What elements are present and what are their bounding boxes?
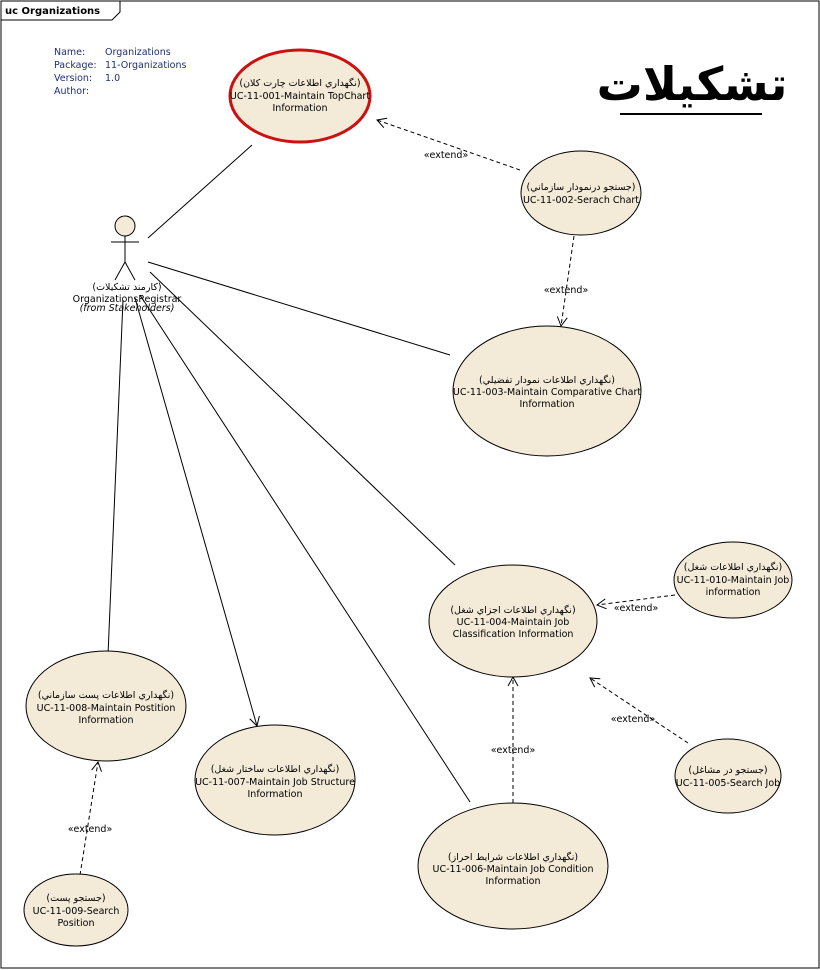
- use-case-uc009[interactable]: (جستجو پست) UC-11-009-Search Position: [23, 873, 129, 947]
- use-case-code: UC-11-001-Maintain TopChart: [230, 91, 370, 102]
- use-case-code: UC-11-010-Maintain Job: [677, 575, 790, 586]
- use-case-title-fa: (نگهداري اطلاعات شرايط احراز): [448, 851, 578, 863]
- extend-uc009-uc008[interactable]: [79, 760, 102, 876]
- use-case-uc005[interactable]: (جستجو در مشاغل) UC-11-005-Search Job: [674, 738, 782, 814]
- use-case-name-cont: information: [706, 587, 761, 598]
- use-case-shape: [520, 150, 642, 236]
- use-case-name-cont: Information: [273, 103, 328, 114]
- use-case-shape: [23, 873, 129, 947]
- extend-uc002-uc001[interactable]: [376, 117, 521, 171]
- extend-label-uc010-uc004: «extend»: [614, 603, 659, 614]
- use-case-title-fa: (جستجو درنمودار سازماني): [526, 182, 635, 193]
- use-case-name-cont: Information: [79, 715, 134, 726]
- meta-key-version: Version:: [54, 73, 92, 84]
- use-case-shape: [417, 802, 609, 930]
- use-case-shape: [674, 738, 782, 814]
- assoc-uc003[interactable]: [147, 261, 451, 356]
- use-case-uc004[interactable]: (نگهداري اطلاعات اجزاي شغل) UC-11-004-Ma…: [428, 564, 598, 678]
- use-case-uc003[interactable]: (نگهداري اطلاعات نمودار تفضيلي) UC-11-00…: [452, 325, 642, 457]
- assoc-uc008[interactable]: [107, 299, 124, 656]
- use-case-name-cont: Position: [58, 918, 95, 929]
- actor-name-fa: (کارمند تشکیلات): [92, 282, 161, 293]
- use-cases: (نگهداري اطلاعات چارت کلان) UC-11-001-Ma…: [23, 48, 793, 947]
- extend-label-uc009-uc008: «extend»: [68, 824, 113, 835]
- use-case-code: UC-11-005-Search Job: [676, 778, 780, 789]
- assoc-uc006[interactable]: [139, 294, 471, 803]
- extend-labels: «extend» «extend» «extend» «extend» «ext…: [68, 150, 659, 835]
- frame-tab-label: uc Organizations: [5, 6, 100, 17]
- use-case-shape: [673, 541, 793, 619]
- actor-head: [114, 215, 136, 237]
- use-case-title-fa: (نگهداري اطلاعات ساختار شغل): [211, 763, 340, 775]
- use-case-title-fa: (نگهداري اطلاعات چارت کلان): [239, 77, 360, 89]
- actor-leg-right: [124, 261, 136, 281]
- actor-from: (from Stakeholders): [80, 303, 175, 314]
- use-case-shape: [228, 48, 372, 144]
- diagram-meta: Name: Organizations Package: 11-Organiza…: [54, 47, 187, 97]
- use-case-code: UC-11-009-Search: [33, 906, 120, 917]
- extend-relations: [79, 117, 689, 876]
- meta-value-version: 1.0: [105, 73, 120, 84]
- diagram-title: تشکیلات: [597, 57, 788, 111]
- use-case-code: UC-11-003-Maintain Comparative Chart: [453, 387, 642, 398]
- assoc-uc007[interactable]: [134, 297, 260, 727]
- use-case-code: UC-11-002-Serach Chart: [523, 195, 639, 206]
- use-case-title-fa: (نگهداري اطلاعات اجزاي شغل): [450, 604, 575, 616]
- meta-key-author: Author:: [54, 86, 89, 97]
- use-case-title-fa: (نگهداري اطلاعات پست سازماني): [38, 689, 174, 701]
- use-case-shape: [194, 724, 356, 836]
- use-case-code: UC-11-008-Maintain Postition: [37, 703, 176, 714]
- associations: [107, 144, 471, 803]
- use-case-shape: [428, 564, 598, 678]
- use-case-name-cont: Information: [486, 876, 541, 887]
- meta-value-package: 11-Organizations: [105, 60, 187, 71]
- use-case-code: UC-11-006-Maintain Job Condition: [433, 864, 594, 875]
- use-case-uc007[interactable]: (نگهداري اطلاعات ساختار شغل) UC-11-007-M…: [194, 724, 356, 836]
- use-case-shape: [452, 325, 642, 457]
- extend-label-uc006-uc004: «extend»: [491, 745, 536, 756]
- meta-value-name: Organizations: [105, 47, 171, 58]
- extend-label-uc002-uc001: «extend»: [424, 150, 469, 161]
- use-case-uc008[interactable]: (نگهداري اطلاعات پست سازماني) UC-11-008-…: [25, 650, 187, 762]
- use-case-uc010[interactable]: (نگهداري اطلاعات شغل) UC-11-010-Maintain…: [673, 541, 793, 619]
- actor-name: OrganizationsRegistrar: [73, 294, 182, 305]
- use-case-code: UC-11-007-Maintain Job Structure: [195, 777, 355, 788]
- use-case-uc002[interactable]: (جستجو درنمودار سازماني) UC-11-002-Serac…: [520, 150, 642, 236]
- extend-label-uc005-uc004: «extend»: [611, 714, 656, 725]
- extend-label-uc002-uc003: «extend»: [544, 285, 589, 296]
- use-case-uc001[interactable]: (نگهداري اطلاعات چارت کلان) UC-11-001-Ma…: [228, 48, 372, 144]
- meta-key-name: Name:: [54, 47, 85, 58]
- use-case-name-cont: Information: [248, 789, 303, 800]
- extend-uc010-uc004[interactable]: [595, 594, 676, 610]
- use-case-name-cont: Classification Information: [453, 629, 574, 640]
- use-case-code: UC-11-004-Maintain Job: [457, 617, 570, 628]
- actor-leg-left: [114, 261, 126, 281]
- use-case-uc006[interactable]: (نگهداري اطلاعات شرايط احراز) UC-11-006-…: [417, 802, 609, 930]
- use-case-shape: [25, 650, 187, 762]
- use-case-name-cont: Information: [520, 399, 575, 410]
- assoc-uc004[interactable]: [149, 271, 456, 566]
- actor[interactable]: (کارمند تشکیلات) OrganizationsRegistrar …: [73, 215, 182, 314]
- extend-uc005-uc004[interactable]: [589, 677, 689, 744]
- use-case-title-fa: (نگهداري اطلاعات شغل): [684, 561, 782, 573]
- frame-tab: [0, 0, 121, 21]
- extend-uc002-uc003[interactable]: [556, 235, 575, 328]
- meta-key-package: Package:: [54, 60, 97, 71]
- use-case-title-fa: (نگهداري اطلاعات نمودار تفضيلي): [479, 374, 615, 386]
- use-case-title-fa: (جستجو در مشاغل): [688, 765, 767, 776]
- assoc-uc001[interactable]: [147, 144, 253, 239]
- use-case-title-fa: (جستجو پست): [46, 893, 105, 904]
